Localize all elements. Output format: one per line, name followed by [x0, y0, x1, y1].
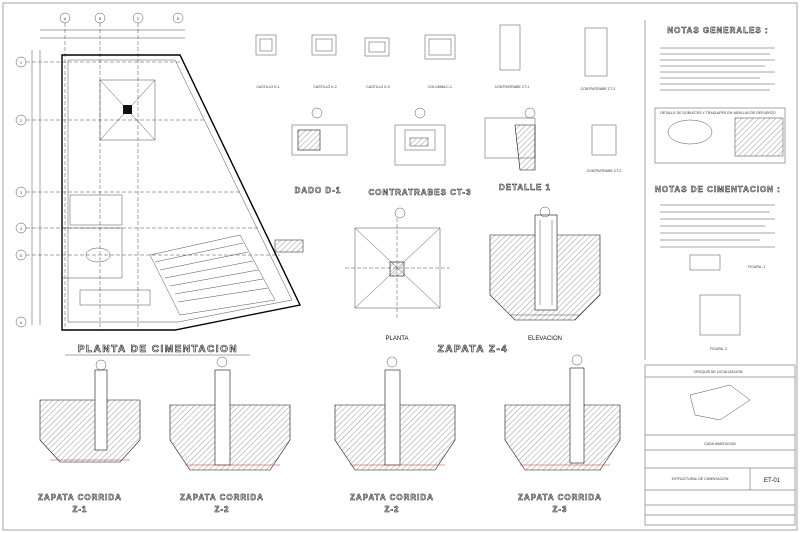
axis-bubbles-top: A B C D [59, 12, 184, 24]
svg-text:A: A [64, 17, 67, 21]
z2b-title: ZAPATA CORRIDA [350, 493, 434, 502]
z2b-sub: Z-2 [385, 505, 400, 514]
proyecto-label: CASA HABITACION [704, 442, 736, 446]
castillo-k3-label: CASTILLO K-3 [366, 85, 389, 89]
plano-label: ESTRUCTURAL DE CIMENTACION [672, 477, 729, 481]
notes-panel: NOTAS GENERALES : DETALLE DE DOBLECES Y … [644, 20, 786, 360]
details-middle-row: DADO D-1 CONTRATRABES CT-3 DETALLE 1 CON… [291, 107, 622, 197]
ct1-label: CONTRATRABE CT-1 [495, 85, 530, 89]
z2a-sub: Z-2 [215, 505, 230, 514]
z3-title: ZAPATA CORRIDA [518, 493, 602, 502]
castillo-k2-label: CASTILLO K-2 [313, 85, 336, 89]
zapata-corrida-z2b: ZAPATA CORRIDA Z-2 [334, 356, 456, 514]
svg-text:D: D [177, 17, 180, 21]
ct2-label: CONTRATRABE CT-2 [581, 87, 616, 91]
notas-generales-title: NOTAS GENERALES : [667, 26, 768, 35]
svg-text:B: B [99, 17, 102, 21]
svg-text:6: 6 [20, 321, 22, 325]
foundation-plan: A B C D 1 2 3 4 5 6 [15, 12, 304, 355]
svg-text:3: 3 [20, 191, 22, 195]
detalle-table-title: DETALLE DE DOBLECES Y TRASLAPES EN VARIL… [660, 111, 775, 115]
z4-elev-label: ELEVACION [528, 336, 562, 342]
zapata-corrida-z1: ZAPATA CORRIDA Z-1 [38, 359, 141, 514]
plan-title: PLANTA DE CIMENTACION [78, 344, 238, 355]
svg-text:2: 2 [20, 119, 22, 123]
svg-text:4: 4 [20, 227, 22, 231]
z4-plan-label: PLANTA [386, 336, 409, 342]
zapata-z4: PLANTA ELEVACION ZAPATA Z-4 [345, 206, 601, 355]
dado-title: DADO D-1 [295, 186, 342, 195]
svg-text:C: C [137, 17, 140, 21]
localizacion-label: CROQUIS DE LOCALIZACION [694, 370, 743, 374]
title-block: CROQUIS DE LOCALIZACION CASA HABITACION … [644, 364, 796, 526]
castillos-row: CASTILLO K-1 CASTILLO K-2 CASTILLO K-3 C… [255, 24, 616, 91]
z3-sub: Z-3 [553, 505, 568, 514]
figura1-label: FIGURA -1 [748, 265, 765, 269]
axis-bubbles-left: 1 2 3 4 5 6 [15, 56, 27, 328]
figura2-label: FIGURA -2 [710, 347, 727, 351]
zapata-z4-title: ZAPATA Z-4 [438, 344, 509, 355]
columna-c1-label: COLUMNA C-1 [428, 85, 452, 89]
zapata-corrida-z3: ZAPATA CORRIDA Z-3 [504, 354, 621, 514]
ct2b-label: CONTRATRABE CT-2 [587, 169, 622, 173]
z1-title: ZAPATA CORRIDA [38, 493, 122, 502]
z2a-title: ZAPATA CORRIDA [180, 493, 264, 502]
svg-text:1: 1 [20, 61, 22, 65]
svg-text:5: 5 [20, 254, 22, 258]
contratrabes-title: CONTRATRABES CT-3 [368, 188, 471, 197]
zapata-corrida-z2a: ZAPATA CORRIDA Z-2 [169, 356, 291, 514]
notas-cimentacion-title: NOTAS DE CIMENTACION : [655, 185, 781, 194]
z1-sub: Z-1 [73, 505, 88, 514]
clave-label: ET-01 [764, 478, 781, 484]
castillo-k1-label: CASTILLO K-1 [256, 85, 279, 89]
detalle-title: DETALLE 1 [499, 183, 551, 192]
